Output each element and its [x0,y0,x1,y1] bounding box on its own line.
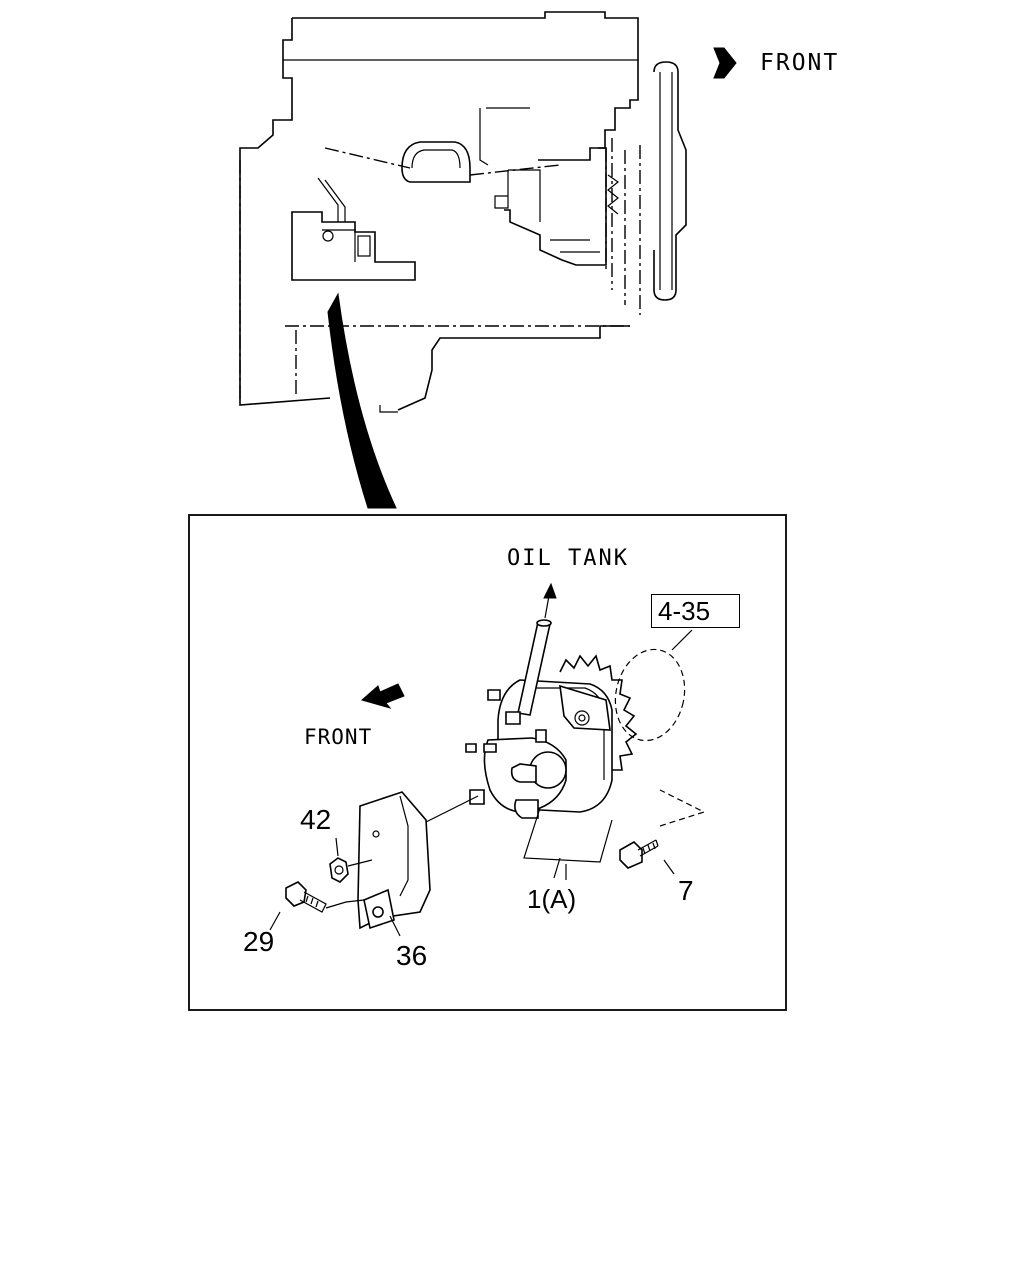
detail-front-label: FRONT [304,725,373,749]
oil-tank-arrow-icon [543,582,557,619]
overview-front-label: FRONT [760,50,840,76]
vacuum-pump-assembly-icon [465,619,638,879]
engine-overview-drawing [239,11,687,509]
callout-nut-42[interactable]: 42 [300,804,332,835]
bolt-7-icon [619,789,706,869]
front-arrow-icon [713,47,737,79]
bolt-29-icon [269,881,365,931]
reference-label: 4-35 [658,596,711,626]
front-direction-arrow-icon [360,683,405,709]
callout-bracket-36[interactable]: 36 [396,940,428,971]
callout-bolt-7[interactable]: 7 [678,875,694,906]
nut-42-icon [329,837,373,883]
mounting-bracket-icon [357,791,479,937]
leader-7 [663,859,675,875]
oil-tank-label: OIL TANK [507,546,629,571]
callout-bolt-29[interactable]: 29 [243,926,275,957]
o-ring-icon [614,629,693,742]
callout-pump-assembly[interactable]: 1(A) [527,884,577,914]
reference-box[interactable]: 4-35 [651,594,740,628]
detail-frame [188,514,787,1011]
